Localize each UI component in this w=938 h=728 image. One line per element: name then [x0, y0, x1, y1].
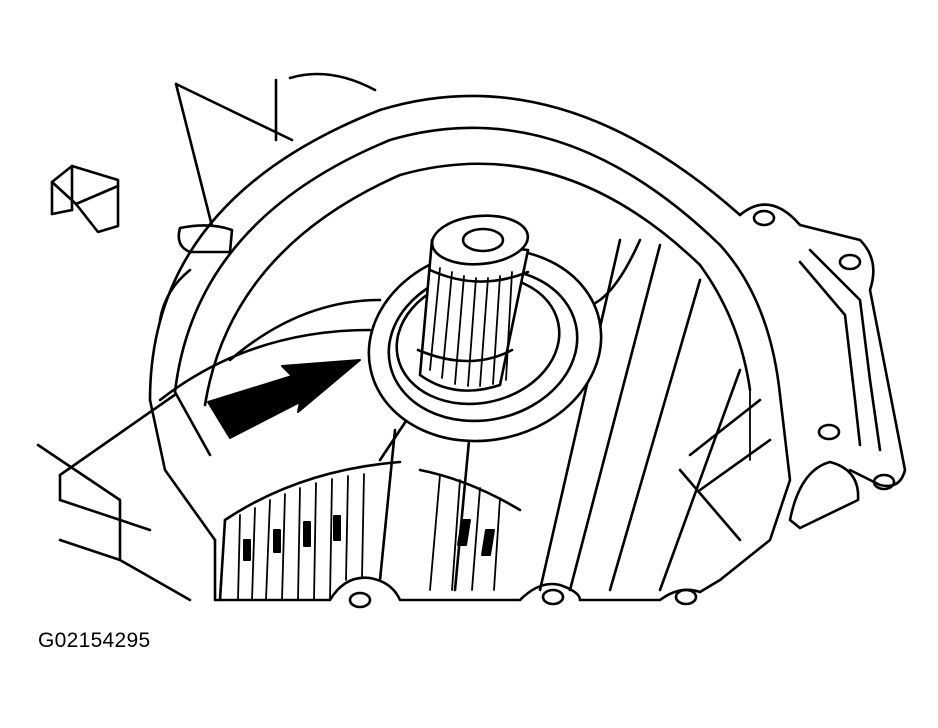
- case-bottom: [213, 538, 722, 602]
- housing-outline: [36, 72, 377, 602]
- input-shaft: [416, 214, 530, 392]
- side-ribs: [718, 248, 882, 582]
- bracket-block: [50, 164, 120, 234]
- bolt-holes: [348, 209, 896, 609]
- case-flange: [148, 94, 907, 542]
- pointer-arrow: [207, 359, 361, 439]
- figure-code: G02154295: [38, 629, 151, 652]
- clutch-pack: [218, 460, 522, 602]
